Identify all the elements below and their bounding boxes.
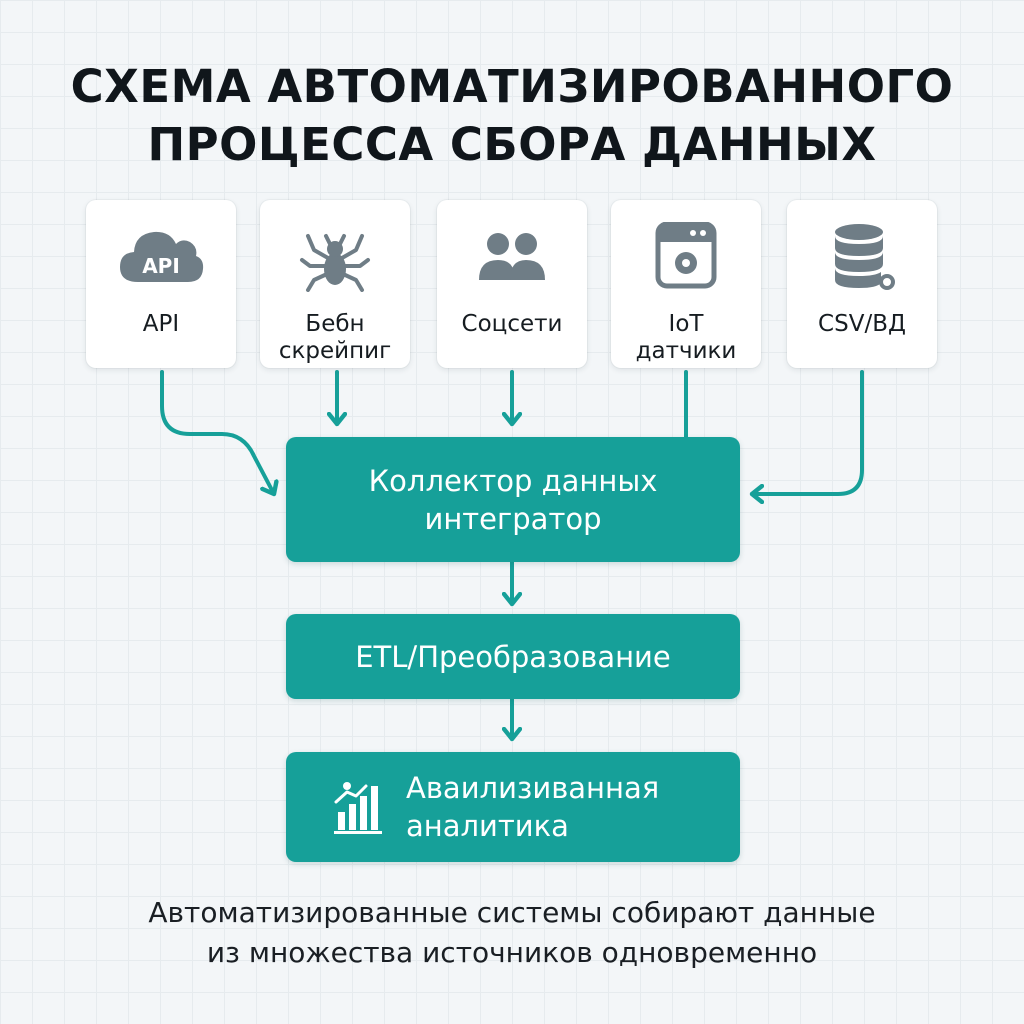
title-line-2: ПРОЦЕССА СБОРА ДАННЫХ xyxy=(147,118,877,171)
source-label-database: CSV/ВД xyxy=(818,311,906,337)
source-card-api: API API xyxy=(86,200,236,368)
svg-text:API: API xyxy=(142,254,180,278)
cloud-api-icon: API xyxy=(120,231,204,282)
source-label-social: Соцсети xyxy=(461,311,563,337)
arrow-api-to-collector xyxy=(160,370,274,494)
database-icon xyxy=(835,224,895,290)
bar-chart-icon xyxy=(334,782,382,834)
collector-label-line-2: интегратор xyxy=(424,501,602,536)
spider-icon xyxy=(300,234,370,292)
source-card-web-scraping: Бебн скрейпиг xyxy=(260,200,410,368)
analytics-label-line-2: аналитика xyxy=(406,809,569,843)
analytics-box: Аваилизиванная аналитика xyxy=(286,752,740,862)
caption-line-1: Автоматизированные системы собирают данн… xyxy=(148,896,876,929)
collector-label-line-1: Коллектор данных xyxy=(368,463,658,498)
etl-box: ETL/Преобразование xyxy=(286,614,740,699)
source-label-iot: IoT датчики xyxy=(635,311,737,364)
source-card-social: Соцсети xyxy=(437,200,587,368)
etl-label: ETL/Преобразование xyxy=(355,639,671,674)
diagram-title: СХЕМА АВТОМАТИЗИРОВАННОГО ПРОЦЕССА СБОРА… xyxy=(0,58,1024,174)
source-card-iot: IoT датчики xyxy=(611,200,761,368)
source-label-api: API xyxy=(142,311,180,337)
arrow-db-to-collector xyxy=(752,370,864,494)
source-label-web-scraping: Бебн скрейпиг xyxy=(278,311,392,364)
analytics-label-line-1: Аваилизиванная xyxy=(406,771,660,805)
iot-device-icon xyxy=(655,222,717,289)
caption-line-2: из множества источников одновременно xyxy=(206,936,818,969)
title-line-1: СХЕМА АВТОМАТИЗИРОВАННОГО xyxy=(70,60,954,113)
collector-box: Коллектор данных интегратор xyxy=(286,437,740,562)
source-card-database: CSV/ВД xyxy=(787,200,937,368)
diagram-caption: Автоматизированные системы собирают данн… xyxy=(0,893,1024,973)
users-icon xyxy=(479,233,545,280)
